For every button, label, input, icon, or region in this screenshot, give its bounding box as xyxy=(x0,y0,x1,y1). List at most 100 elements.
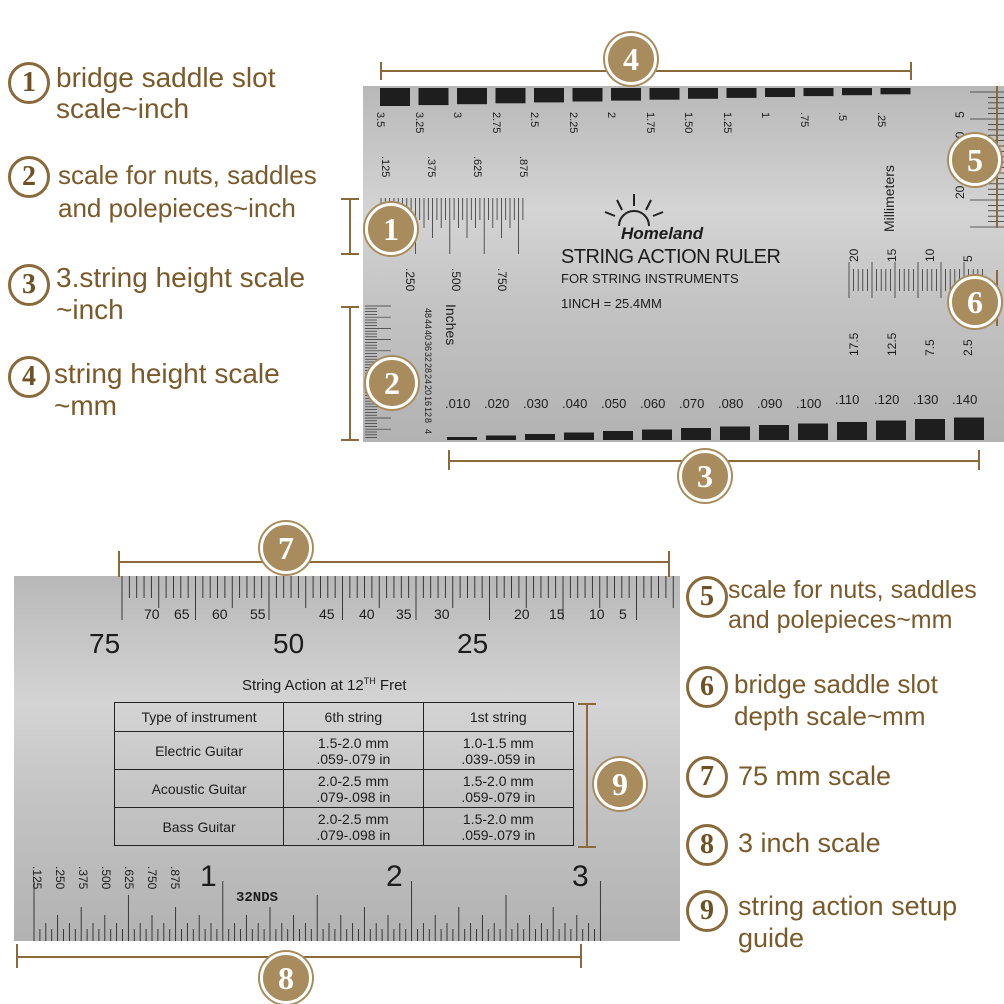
header-type: Type of instrument xyxy=(113,702,285,732)
header-1st-text: 1st string xyxy=(469,709,527,725)
height-block-top xyxy=(842,88,872,96)
legend-text-7: 75 mm scale xyxy=(738,761,892,791)
height-block-top xyxy=(688,88,718,99)
bottom-scale-label: .140 xyxy=(952,392,978,407)
brand-name: Homeland xyxy=(621,224,704,243)
height-block-bottom xyxy=(954,417,984,440)
table-title-text: String Action at 12 xyxy=(242,677,364,694)
depth-bottom-label: 7.5 xyxy=(923,339,937,356)
inch-big-label: 1 xyxy=(200,860,217,893)
dim-line-7-end-right xyxy=(668,551,670,577)
left-scale-label: 36 xyxy=(423,341,433,352)
table-title-end: Fret xyxy=(375,677,407,694)
ruler-title: STRING ACTION RULER xyxy=(561,246,781,268)
legend-text-6a: bridge saddle slot xyxy=(734,669,938,699)
bottom-scale-label: .020 xyxy=(484,396,510,411)
marking-32nds: 32NDS xyxy=(236,890,279,906)
cell-1st-in: .039-.059 in xyxy=(461,750,536,767)
inches-label: Inches xyxy=(443,304,459,346)
cell-1st-in: .059-.079 in xyxy=(461,826,536,843)
string-action-table: Type of instrument 6th string 1st string… xyxy=(113,702,575,846)
dim-line-7-end-left xyxy=(118,551,120,577)
bottom-scale-label: .090 xyxy=(757,396,783,411)
depth-bottom-label: 17.5 xyxy=(847,332,861,356)
table-row: Acoustic Guitar 2.0-2.5 mm.079-.098 in 1… xyxy=(113,769,575,808)
depth-bottom-label: 2.5 xyxy=(961,339,975,356)
bottom-scale-label: .010 xyxy=(445,396,471,411)
legend-text-4a: string height scale xyxy=(54,358,280,389)
inch-frac-label: .625 xyxy=(122,866,136,890)
inch-frac-label: .500 xyxy=(99,866,113,890)
badge-2-callout: 2 xyxy=(366,357,418,409)
bottom-scale-label: .130 xyxy=(913,392,939,407)
bottom-scale-label: .080 xyxy=(718,396,744,411)
mm-small-label: 60 xyxy=(212,606,228,622)
inch-frac-label: .125 xyxy=(30,866,44,890)
badge-6: 6 xyxy=(686,666,728,708)
badge-8: 8 xyxy=(686,824,728,866)
left-scale-label: 32 xyxy=(423,352,433,363)
dim-line-9 xyxy=(586,703,588,847)
height-block-bottom xyxy=(642,429,672,440)
slot-inch-lower-label: .250 xyxy=(403,268,417,292)
height-block-top xyxy=(495,88,526,104)
dim-line-9-top xyxy=(578,703,596,705)
height-block-bottom xyxy=(798,423,828,440)
mm-big-label: 75 xyxy=(89,628,121,659)
legend-text-2a: scale for nuts, saddles xyxy=(58,160,317,190)
header-6th: 6th string xyxy=(283,702,424,732)
cell-1st: 1.0-1.5 mm.039-.059 in xyxy=(422,731,575,770)
top-scale-label: 1.75 xyxy=(643,112,656,134)
height-block-bottom xyxy=(603,431,633,440)
header-6th-text: 6th string xyxy=(324,709,383,725)
dim-line-2-top xyxy=(341,306,359,308)
left-scale-label: 48 xyxy=(423,308,433,319)
mm-big-label: 50 xyxy=(273,628,305,659)
table-row: Electric Guitar 1.5-2.0 mm.059-.079 in 1… xyxy=(113,731,575,770)
mm-small-label: 35 xyxy=(396,606,412,622)
table-title: String Action at 12TH Fret xyxy=(242,676,407,694)
cell-1st-mm: 1.5-2.0 mm xyxy=(462,810,534,827)
cell-type: Acoustic Guitar xyxy=(113,769,285,808)
mm-big-label: 25 xyxy=(457,628,489,659)
cell-6th-mm: 1.5-2.0 mm xyxy=(317,734,389,751)
mm-small-label: 5 xyxy=(619,606,627,622)
cell-type: Bass Guitar xyxy=(113,807,285,846)
height-block-top xyxy=(726,88,757,98)
cell-6th-in: .079-.098 in xyxy=(316,826,391,843)
mm-scale-label: 5 xyxy=(953,111,967,118)
legend-text-6b: depth scale~mm xyxy=(734,701,926,731)
mm-small-label: 10 xyxy=(589,606,605,622)
mm-small-label: 30 xyxy=(434,606,450,622)
slot-inch-label: .875 xyxy=(517,156,529,178)
legend-text-8: 3 inch scale xyxy=(738,828,881,858)
dim-line-9-bottom xyxy=(578,846,596,848)
cell-6th-in: .059-.079 in xyxy=(316,750,391,767)
height-block-bottom xyxy=(525,434,555,440)
cell-1st: 1.5-2.0 mm.059-.079 in xyxy=(422,769,575,808)
height-block-bottom xyxy=(486,435,516,440)
table-row: Bass Guitar 2.0-2.5 mm.079-.098 in 1.5-2… xyxy=(113,807,575,846)
cell-6th: 1.5-2.0 mm.059-.079 in xyxy=(283,731,424,770)
mm-small-label: 55 xyxy=(250,606,266,622)
badge-2: 2 xyxy=(8,156,50,198)
height-block-top xyxy=(611,88,641,101)
mm-scale-label: 20 xyxy=(953,185,967,199)
inch-big-label: 2 xyxy=(386,860,403,893)
slot-inch-lower-label: .500 xyxy=(449,268,463,292)
bottom-scale-label: .030 xyxy=(523,396,549,411)
inch-frac-label: .750 xyxy=(145,866,159,890)
badge-3: 3 xyxy=(8,264,50,306)
millimeters-label: Millimeters xyxy=(881,165,897,232)
left-scale-label: 28 xyxy=(423,363,433,374)
mm-small-label: 70 xyxy=(144,606,160,622)
height-block-top xyxy=(418,88,449,106)
badge-6-callout: 6 xyxy=(949,276,1001,328)
bottom-scale-label: .050 xyxy=(601,396,627,411)
depth-top-label: 20 xyxy=(847,248,861,262)
mm-small-label: 45 xyxy=(319,606,335,622)
top-scale-label: .75 xyxy=(797,112,810,128)
badge-7-callout: 7 xyxy=(260,522,312,574)
header-1st: 1st string xyxy=(422,702,575,732)
dim-line-2-bottom xyxy=(341,439,359,441)
